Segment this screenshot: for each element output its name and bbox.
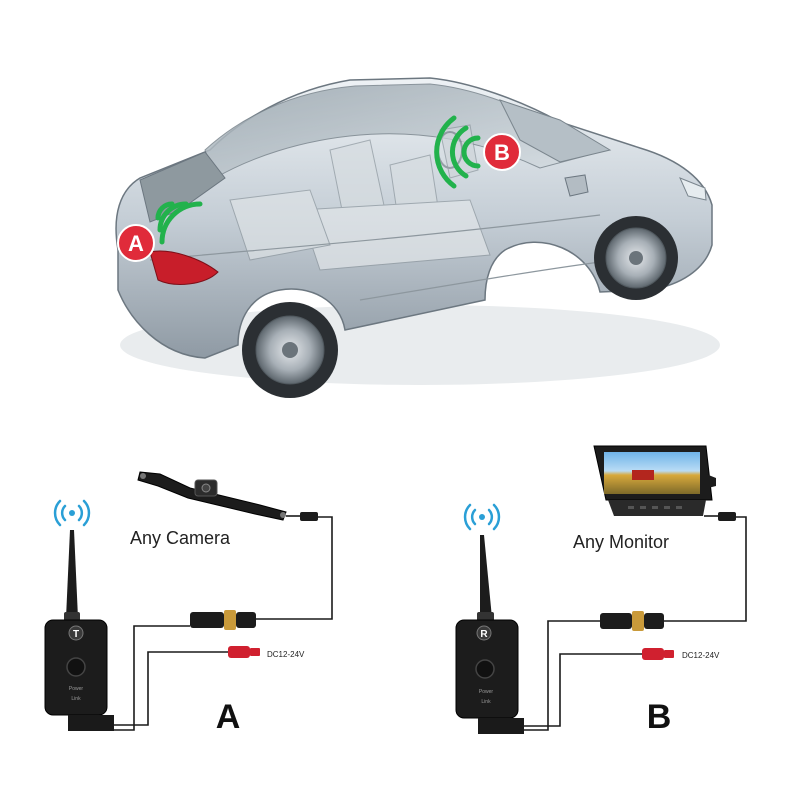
left-panel: T Power Link DC12-24V [44,471,333,736]
badge-b-label: B [494,140,510,165]
car-body-line [149,214,601,261]
car-head-light [679,177,707,201]
dc-power-plug-right [642,648,674,660]
car-front-wheel [594,216,678,300]
link-indicator-text: Link [481,699,491,705]
wireless-signal-icon [434,115,481,189]
antenna-transmitter [66,530,78,618]
monitor-label: Any Monitor [573,532,669,552]
car-illustration: A B [115,77,720,398]
screen-harvester [632,470,654,480]
license-plate-camera [137,471,318,521]
link-indicator-text: Link [71,696,81,702]
caption-a: A [216,698,241,736]
monitor-buttons [628,506,682,509]
power-spec-label: DC12-24V [267,650,305,659]
car-monitor [593,445,736,521]
signal-a-group: A [117,201,203,262]
cable-bundle-right [478,718,524,734]
car-mirror [564,174,589,197]
caption-b: B [647,698,672,736]
car-sill-line [359,261,601,301]
module-letter: R [480,629,488,640]
car-tail-light [149,250,219,285]
right-panel: R Power Link DC12-24V [455,445,747,736]
car-windshield [499,99,612,163]
pair-button[interactable] [475,659,495,679]
power-indicator-text: Power [69,686,84,692]
power-spec-label: DC12-24V [682,651,720,660]
antenna-receiver [480,535,492,618]
aviation-connector-left [190,610,256,630]
badge-a-label: A [128,231,144,256]
module-letter: T [73,629,79,640]
signal-b-group: B [434,115,521,189]
car-interior [229,124,491,271]
camera-label: Any Camera [130,528,231,548]
power-indicator-text: Power [479,689,494,695]
car-rear-wheel [242,302,338,398]
wifi-signal-icon [463,503,501,531]
cable-bundle-left [68,715,114,731]
aviation-connector-right [600,611,664,631]
module-badge [68,625,84,641]
module-badge [476,625,492,641]
car-rear-window [139,151,226,223]
wifi-signal-icon [53,499,91,527]
wireless-signal-icon [155,201,203,245]
dc-power-plug-left [228,646,260,658]
badge-a [117,224,155,262]
badge-b [483,133,521,171]
pair-button[interactable] [66,657,86,677]
